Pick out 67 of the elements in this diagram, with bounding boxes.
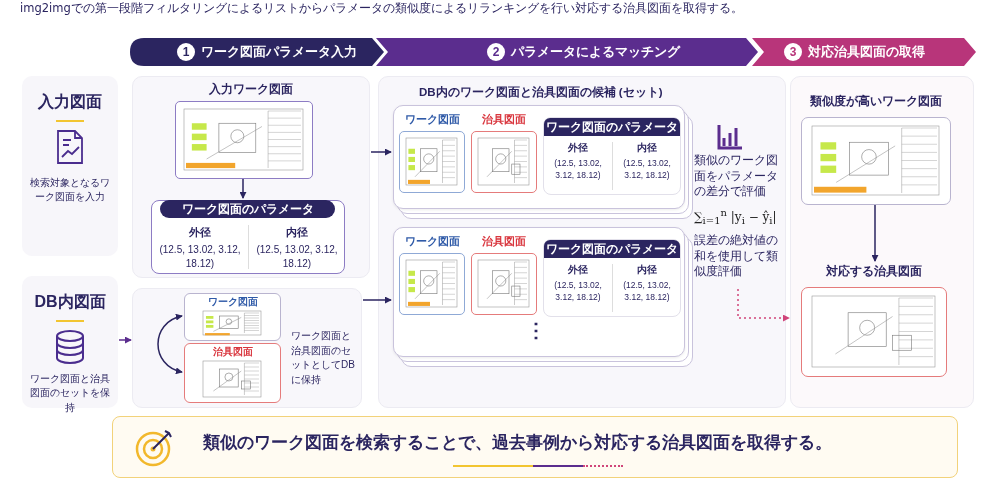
drawing-card	[471, 235, 537, 315]
panel	[378, 76, 786, 408]
card-description: 検索対象となるワーク図面を入力	[30, 176, 110, 205]
info-card	[22, 76, 118, 256]
summary-text: 類似のワーク図面を検索することで、過去事例から対応する治具図面を取得する。	[203, 431, 832, 454]
card-heading: DB内図面	[33, 292, 107, 312]
card-title: 治具図面	[211, 346, 254, 359]
card-heading: 入力図面	[37, 92, 103, 112]
step-banner	[130, 38, 384, 66]
drawing-card	[184, 293, 281, 341]
cell-value: (12.5, 13.02, 3.12, 18.12)	[622, 158, 672, 182]
card-title: ワーク図面	[403, 235, 461, 249]
column-header: 内径	[635, 142, 658, 155]
card-title: ワーク図面	[403, 113, 461, 127]
panel	[132, 76, 370, 278]
arrow	[737, 288, 790, 322]
parameter-table	[543, 239, 681, 317]
panel	[132, 288, 362, 408]
column-header: 外径	[187, 225, 212, 240]
arrow	[871, 204, 879, 262]
card-title: 治具図面	[481, 235, 527, 249]
step-title: パラメータによるマッチング	[511, 43, 680, 61]
cell-value: (12.5, 13.02, 3.12, 18.12)	[553, 280, 603, 304]
card-stack	[393, 105, 693, 219]
summary-banner	[112, 416, 958, 478]
parameter-table	[543, 117, 681, 195]
column-header: 内径	[635, 264, 658, 277]
step-title: 対応治具図面の取得	[808, 43, 925, 61]
note-text: 類似のワーク図面をパラメータの差分で評価	[694, 153, 779, 200]
panel-heading: DB内のワーク図面と治具図面の候補 (セット)	[419, 85, 663, 100]
drawing-card	[399, 235, 465, 315]
arrow	[362, 296, 392, 304]
drawing-card	[399, 113, 465, 193]
table-header: ワーク図面のパラメータ	[544, 118, 680, 136]
parameter-table	[151, 200, 345, 274]
card-description: ワーク図面と治具図面のセットを保持	[30, 372, 110, 415]
column-header: 外径	[566, 142, 589, 155]
drawing-card	[471, 113, 537, 193]
drawing-card	[184, 343, 281, 403]
panel-heading: 入力ワーク図面	[208, 82, 294, 97]
cell-value: (12.5, 13.02, 3.12, 18.12)	[553, 158, 603, 182]
cell-value: (12.5, 13.02, 3.12, 18.12)	[158, 243, 242, 271]
drawing-heading: 類似度が高いワーク図面	[809, 93, 943, 110]
step-banner	[376, 38, 758, 66]
step-title: ワーク図面パラメータ入力	[201, 43, 357, 61]
arrow	[239, 178, 247, 199]
card-title: 治具図面	[481, 113, 527, 127]
arrow	[157, 314, 183, 374]
step-banner	[752, 38, 976, 66]
column-header: 外径	[566, 264, 589, 277]
panel-description: ワーク図面と治具図面のセットとしてDBに保持	[291, 329, 356, 387]
column-header: 内径	[284, 225, 309, 240]
panel	[790, 76, 974, 408]
arrow	[118, 336, 132, 344]
cell-value: (12.5, 13.02, 3.12, 18.12)	[622, 280, 672, 304]
note-text: 誤差の絶対値の和を使用して類似度評価	[694, 233, 779, 280]
formula-text: ∑$_{i=1}$$^{n}$ |y$_{i}$ − ŷ$_{i}$|	[694, 207, 777, 227]
table-header: ワーク図面のパラメータ	[160, 200, 335, 218]
card-title: ワーク図面	[206, 296, 259, 309]
arrow	[370, 148, 392, 156]
drawing-picture	[175, 101, 313, 179]
title-text: img2imgでの第一段階フィルタリングによるリストからパラメータの類似度によるリランキングを行い対応する治具図面を取得する。	[20, 1, 743, 16]
cell-value: (12.5, 13.02, 3.12, 18.12)	[255, 243, 339, 271]
card-stack	[393, 227, 693, 367]
table-header: ワーク図面のパラメータ	[544, 240, 680, 258]
ellipsis-text: ⋮	[526, 318, 546, 342]
drawing-heading: 対応する治具図面	[825, 263, 923, 280]
